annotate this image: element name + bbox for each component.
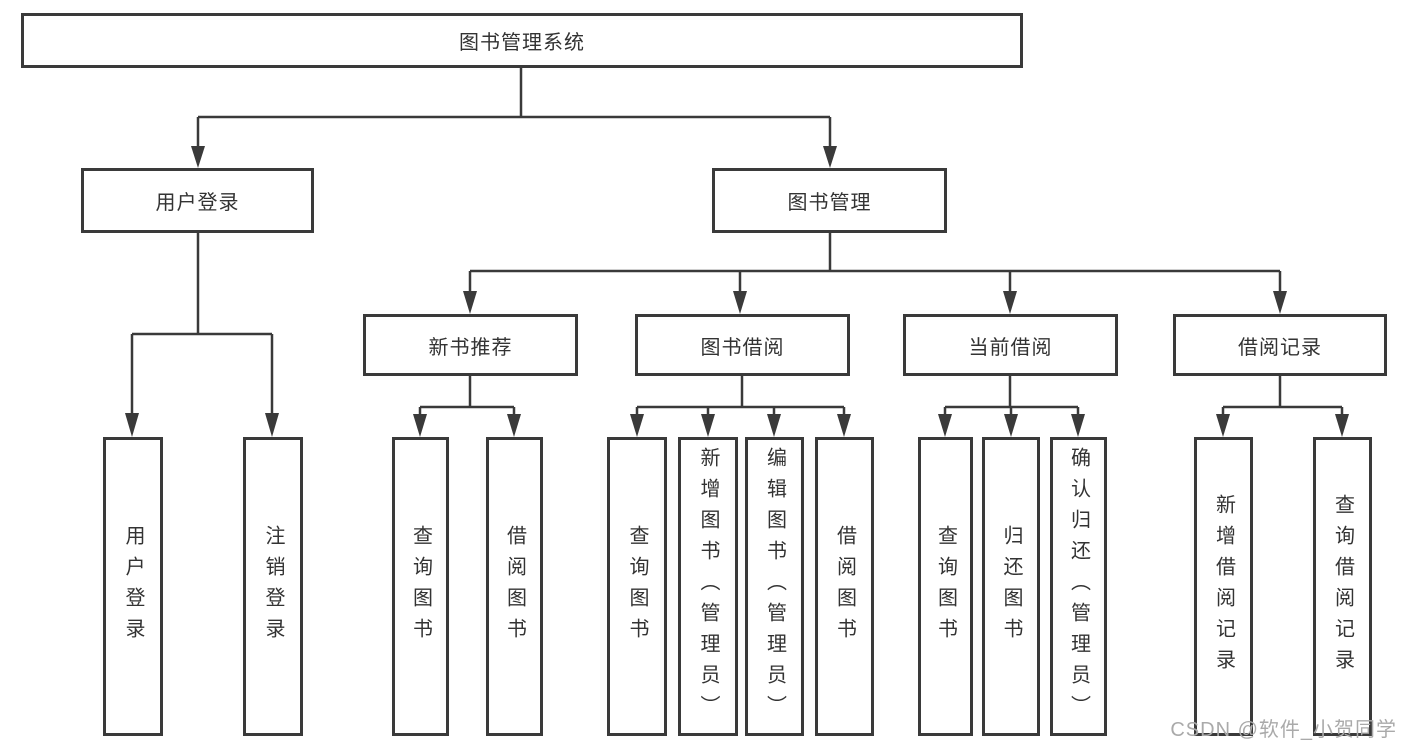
node-user-login: 用户登录 [81, 168, 314, 233]
node-label: 新增借阅记录 [1212, 493, 1235, 680]
node-label: 图书管理 [787, 192, 872, 214]
leaf-borrow-books-recommend: 借阅图书 [486, 437, 543, 736]
leaf-return-books: 归还图书 [982, 437, 1040, 736]
leaf-add-book-admin: 新增图书（管理员） [678, 437, 738, 736]
leaf-confirm-return-admin: 确认归还（管理员） [1050, 437, 1107, 736]
leaf-user-login: 用户登录 [103, 437, 163, 736]
watermark: CSDN @软件_小贺同学 [1170, 719, 1397, 741]
leaf-query-books-recommend: 查询图书 [392, 437, 449, 736]
node-label: 借阅图书 [503, 524, 526, 649]
node-label: 新书推荐 [428, 336, 513, 359]
leaf-edit-book-admin: 编辑图书（管理员） [745, 437, 804, 736]
node-label: 借阅记录 [1238, 336, 1322, 359]
node-label: 确认归还（管理员） [1067, 447, 1090, 726]
node-book-borrowing: 图书借阅 [635, 314, 850, 376]
connector-root-to-level2 [191, 68, 837, 168]
node-label: 图书管理系统 [459, 32, 585, 54]
node-label: 查询图书 [934, 524, 957, 649]
leaf-add-borrow-record: 新增借阅记录 [1194, 437, 1253, 736]
node-book-management: 图书管理 [712, 168, 947, 233]
node-new-book-recommend: 新书推荐 [363, 314, 578, 376]
connector-borrowing-records-children [1216, 376, 1349, 437]
node-label: 查询图书 [409, 524, 432, 649]
leaf-query-books-borrowing: 查询图书 [607, 437, 667, 736]
connector-new-book-children [413, 376, 521, 437]
node-label: 新增图书（管理员） [697, 447, 719, 726]
node-label: 编辑图书（管理员） [763, 447, 786, 726]
node-label: 查询借阅记录 [1331, 493, 1354, 680]
leaf-logout-login: 注销登录 [243, 437, 303, 736]
node-borrowing-records: 借阅记录 [1173, 314, 1387, 376]
node-label: 用户登录 [122, 524, 144, 649]
node-library-system: 图书管理系统 [21, 13, 1023, 68]
node-label: 查询图书 [626, 524, 648, 649]
connector-book-borrowing-children [630, 376, 851, 437]
node-label: 图书借阅 [700, 336, 785, 359]
leaf-query-borrow-record: 查询借阅记录 [1313, 437, 1372, 736]
node-label: 当前借阅 [968, 336, 1053, 359]
leaf-borrow-books-borrowing: 借阅图书 [815, 437, 874, 736]
connector-current-borrowing-children [938, 376, 1085, 437]
node-label: 借阅图书 [833, 524, 856, 649]
connector-book-mgmt-to-level3 [463, 233, 1287, 314]
leaf-query-books-current: 查询图书 [918, 437, 973, 736]
node-current-borrowing: 当前借阅 [903, 314, 1118, 376]
node-label: 用户登录 [155, 192, 240, 214]
connector-user-login-children [125, 233, 279, 437]
node-label: 注销登录 [262, 524, 284, 649]
node-label: 归还图书 [1000, 524, 1022, 649]
